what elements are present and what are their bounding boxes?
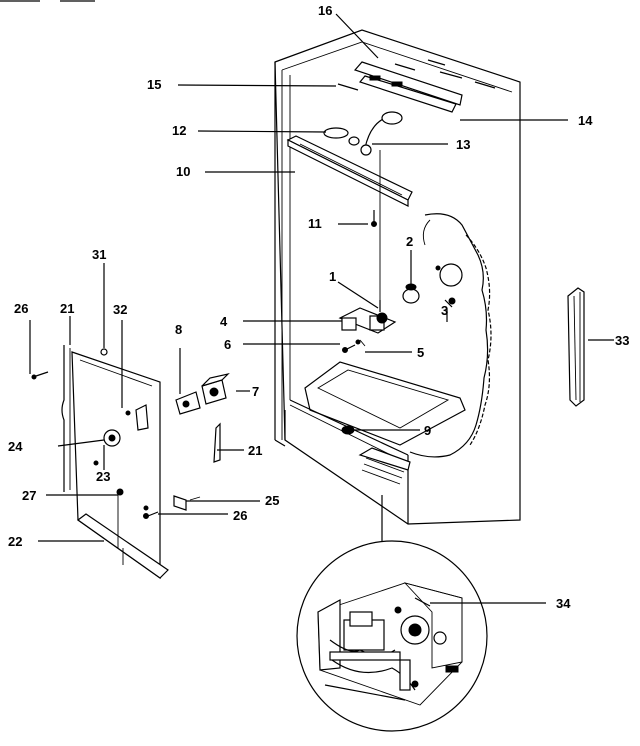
thermostat-knob [402,283,420,304]
callout-24: 24 [8,439,23,454]
vertical-trim-strip [567,287,585,407]
callout-32: 32 [113,302,127,317]
callout-25: 25 [265,493,279,508]
callout-26-left: 26 [14,301,28,316]
screw-11 [371,210,377,227]
callout-12: 12 [172,123,186,138]
screw-31 [100,348,108,356]
screw-3 [444,297,456,308]
callout-27: 27 [22,488,36,503]
light-bulb [323,127,360,146]
callout-5: 5 [417,345,424,360]
callout-22: 22 [8,534,22,549]
callout-labels: 16 15 14 12 13 10 11 2 31 1 26 21 32 3 4… [8,3,629,611]
callout-16: 16 [318,3,332,18]
rear-access-cover-panel [71,351,169,580]
leader-lines [29,13,614,604]
callout-21-right: 21 [248,443,262,458]
screw-26-left [31,371,49,380]
callout-7: 7 [252,384,259,399]
callout-8: 8 [175,322,182,337]
cabinet-wiring-harness [409,213,492,458]
light-socket-assembly [360,111,403,156]
relay-bracket-8 [175,391,201,415]
callout-2: 2 [406,234,413,249]
machine-compartment-grille [358,447,411,485]
callout-23: 23 [96,469,110,484]
screw-27 [116,488,124,496]
callout-10: 10 [176,164,190,179]
callout-33: 33 [615,333,629,348]
top-rear-bracket [353,61,463,113]
cabinet-access-hole [439,263,463,287]
refrigerator-cabinet [274,29,521,525]
callout-31: 31 [92,247,106,262]
clip-21-right [213,422,221,463]
callout-21-left: 21 [60,301,74,316]
callout-13: 13 [456,137,470,152]
callout-1: 1 [329,269,336,284]
callout-34: 34 [556,596,571,611]
callout-11: 11 [308,216,322,231]
clip-25 [173,495,201,511]
callout-6: 6 [224,337,231,352]
hinge-pin-15 [337,83,359,91]
callout-9: 9 [424,423,431,438]
screws-5-6 [342,339,366,353]
callout-15: 15 [147,77,161,92]
compressor-detail-inset [296,540,488,732]
hinge-rod-21 [61,345,71,492]
callout-4: 4 [220,314,228,329]
callout-26-right: 26 [233,508,247,523]
top-vent-slots [394,59,496,89]
relay-7 [201,372,230,405]
control-bracket [338,300,397,334]
screw-26-right [143,511,159,519]
shelf-channel [286,135,413,207]
callout-14: 14 [578,113,593,128]
callout-3: 3 [441,303,448,318]
